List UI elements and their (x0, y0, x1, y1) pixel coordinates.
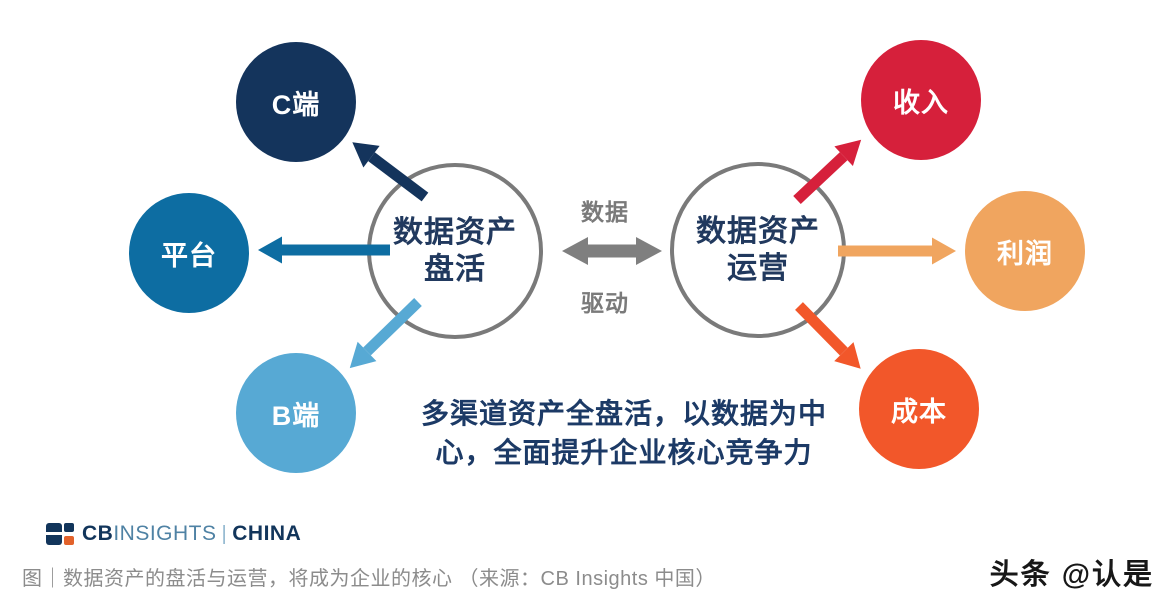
logo-china-text: CHINA (232, 522, 302, 545)
node-c-side: C端 (236, 42, 356, 162)
node-cost-label: 成本 (891, 396, 947, 427)
node-revenue-label: 收入 (893, 87, 949, 118)
node-b-side-label: B端 (271, 400, 321, 431)
node-platform: 平台 (129, 193, 249, 313)
logo-divider: | (221, 522, 228, 545)
logo-insights-text: INSIGHTS (113, 522, 217, 545)
hub-activation-label: 数据资产 盘活 (367, 163, 543, 339)
node-profit-label: 利润 (997, 238, 1053, 269)
hub-operation-line1: 数据资产 (696, 215, 820, 248)
tagline-line1: 多渠道资产全盘活，以数据为中 (420, 398, 827, 429)
double-arrow-connector (562, 237, 662, 265)
logo-block-top (64, 523, 74, 532)
node-platform-label: 平台 (161, 240, 217, 271)
hub-activation-line1: 数据资产 (393, 216, 517, 249)
connector-label-data: 数据 (581, 199, 629, 225)
logo-block-navy (46, 523, 62, 545)
watermark-toutiao: 头条 @认是 (989, 559, 1154, 591)
hub-operation-line2: 运营 (727, 252, 789, 285)
node-cost: 成本 (859, 349, 979, 469)
arrow-to-profit (838, 237, 956, 265)
hub-operation-label: 数据资产 运营 (670, 162, 846, 338)
figure-caption: 图｜数据资产的盘活与运营，将成为企业的核心 （来源：CB Insights 中国… (22, 568, 716, 590)
hub-activation-line2: 盘活 (424, 253, 486, 286)
node-revenue: 收入 (861, 40, 981, 160)
node-b-side: B端 (236, 353, 356, 473)
tagline-line2: 心，全面提升企业核心竞争力 (435, 437, 813, 468)
logo-block-orange (64, 536, 74, 545)
cb-insights-logo-icon (46, 523, 76, 545)
node-profit: 利润 (965, 191, 1085, 311)
logo-cb-text: CB (82, 522, 114, 545)
node-c-side-label: C端 (271, 89, 321, 120)
connector-label-drive: 驱动 (581, 290, 629, 316)
tagline: 多渠道资产全盘活，以数据为中 心，全面提升企业核心竞争力 (402, 394, 846, 472)
